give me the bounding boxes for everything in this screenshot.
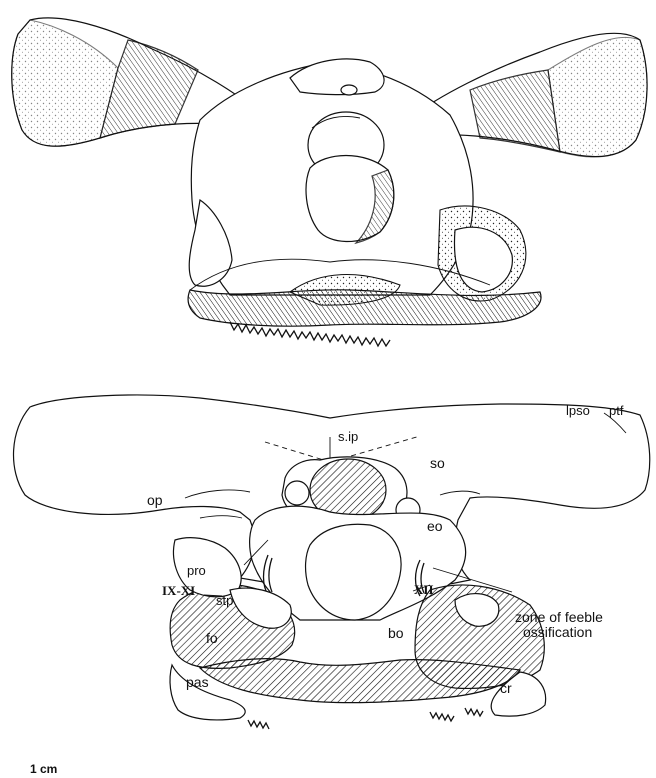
label-eo: eo	[427, 518, 443, 534]
label-xii: XII	[414, 582, 434, 597]
label-ix-xi: IX-XI	[162, 583, 195, 598]
label-op: op	[147, 492, 163, 508]
label-sip: s.ip	[338, 429, 358, 444]
label-zone-line2: ossification	[523, 624, 592, 640]
top-skull-drawing	[12, 18, 647, 346]
label-zone-line1: zone of feeble	[515, 609, 603, 625]
scale-bar-label: 1 cm	[30, 762, 57, 776]
label-stp: stp	[216, 593, 233, 608]
label-pas: pas	[186, 674, 209, 690]
label-so: so	[430, 455, 445, 471]
label-lpso: lpso	[566, 403, 590, 418]
label-cr: cr	[500, 680, 512, 696]
label-fo: fo	[206, 630, 218, 646]
label-bo: bo	[388, 625, 404, 641]
scale-bar: 1 cm	[30, 762, 57, 776]
bottom-labelled-drawing	[14, 395, 650, 729]
label-pro: pro	[187, 563, 206, 578]
label-ptf: ptf	[609, 403, 624, 418]
